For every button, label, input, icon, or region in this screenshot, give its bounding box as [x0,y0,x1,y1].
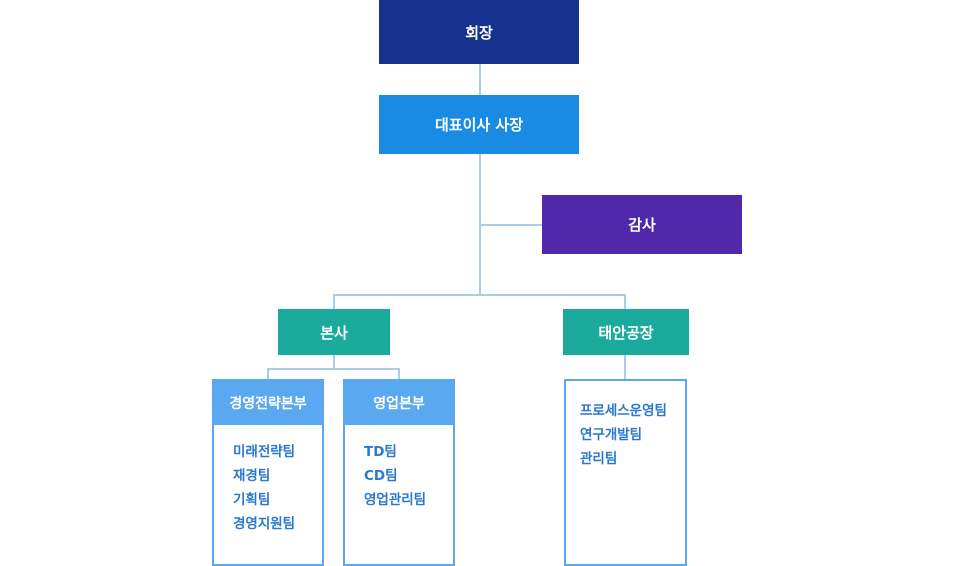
connector-hq-drop [333,294,335,309]
connector-branch-horizontal [333,294,626,296]
headquarters-box: 본사 [278,309,390,355]
sales-division-panel: 영업본부 TD팀 CD팀 영업관리팀 [343,379,455,566]
sales-team-list: TD팀 CD팀 영업관리팀 [345,425,453,512]
team-item: CD팀 [364,468,398,484]
strategy-division-label: 경영전략본부 [229,396,307,412]
connector-audit [479,224,542,226]
strategy-team-list: 미래전략팀 재경팀 기획팀 경영지원팀 [214,425,322,536]
taean-plant-label: 태안공장 [598,323,654,342]
sales-division-header: 영업본부 [345,381,453,425]
team-item: 경영지원팀 [233,516,296,532]
headquarters-label: 본사 [320,323,348,342]
chairman-label: 회장 [465,23,493,42]
ceo-label: 대표이사 사장 [434,116,524,134]
plant-team-panel: 프로세스운영팀 연구개발팀 관리팀 [564,379,687,566]
connector-division-horizontal [267,368,400,370]
chairman-box: 회장 [379,0,579,64]
connector-strategy-drop [267,368,269,379]
strategy-division-panel: 경영전략본부 미래전략팀 재경팀 기획팀 경영지원팀 [212,379,324,566]
connector-sales-drop [398,368,400,379]
audit-box: 감사 [542,195,742,254]
plant-team-list: 프로세스운영팀 연구개발팀 관리팀 [566,381,685,471]
team-item: 연구개발팀 [580,427,643,443]
team-item: 재경팀 [233,468,271,484]
strategy-division-header: 경영전략본부 [214,381,322,425]
team-item: TD팀 [364,444,397,460]
taean-plant-box: 태안공장 [563,309,689,355]
connector-plant-down [624,355,626,379]
connector-chairman-ceo [479,64,481,95]
connector-hq-down [333,355,335,369]
audit-label: 감사 [628,216,656,234]
ceo-box: 대표이사 사장 [379,95,579,154]
team-item: 미래전략팀 [233,444,296,460]
team-item: 관리팀 [580,451,618,467]
sales-division-label: 영업본부 [373,396,425,412]
team-item: 영업관리팀 [364,492,427,508]
team-item: 기획팀 [233,492,271,508]
connector-plant-drop [624,294,626,309]
team-item: 프로세스운영팀 [580,403,667,419]
